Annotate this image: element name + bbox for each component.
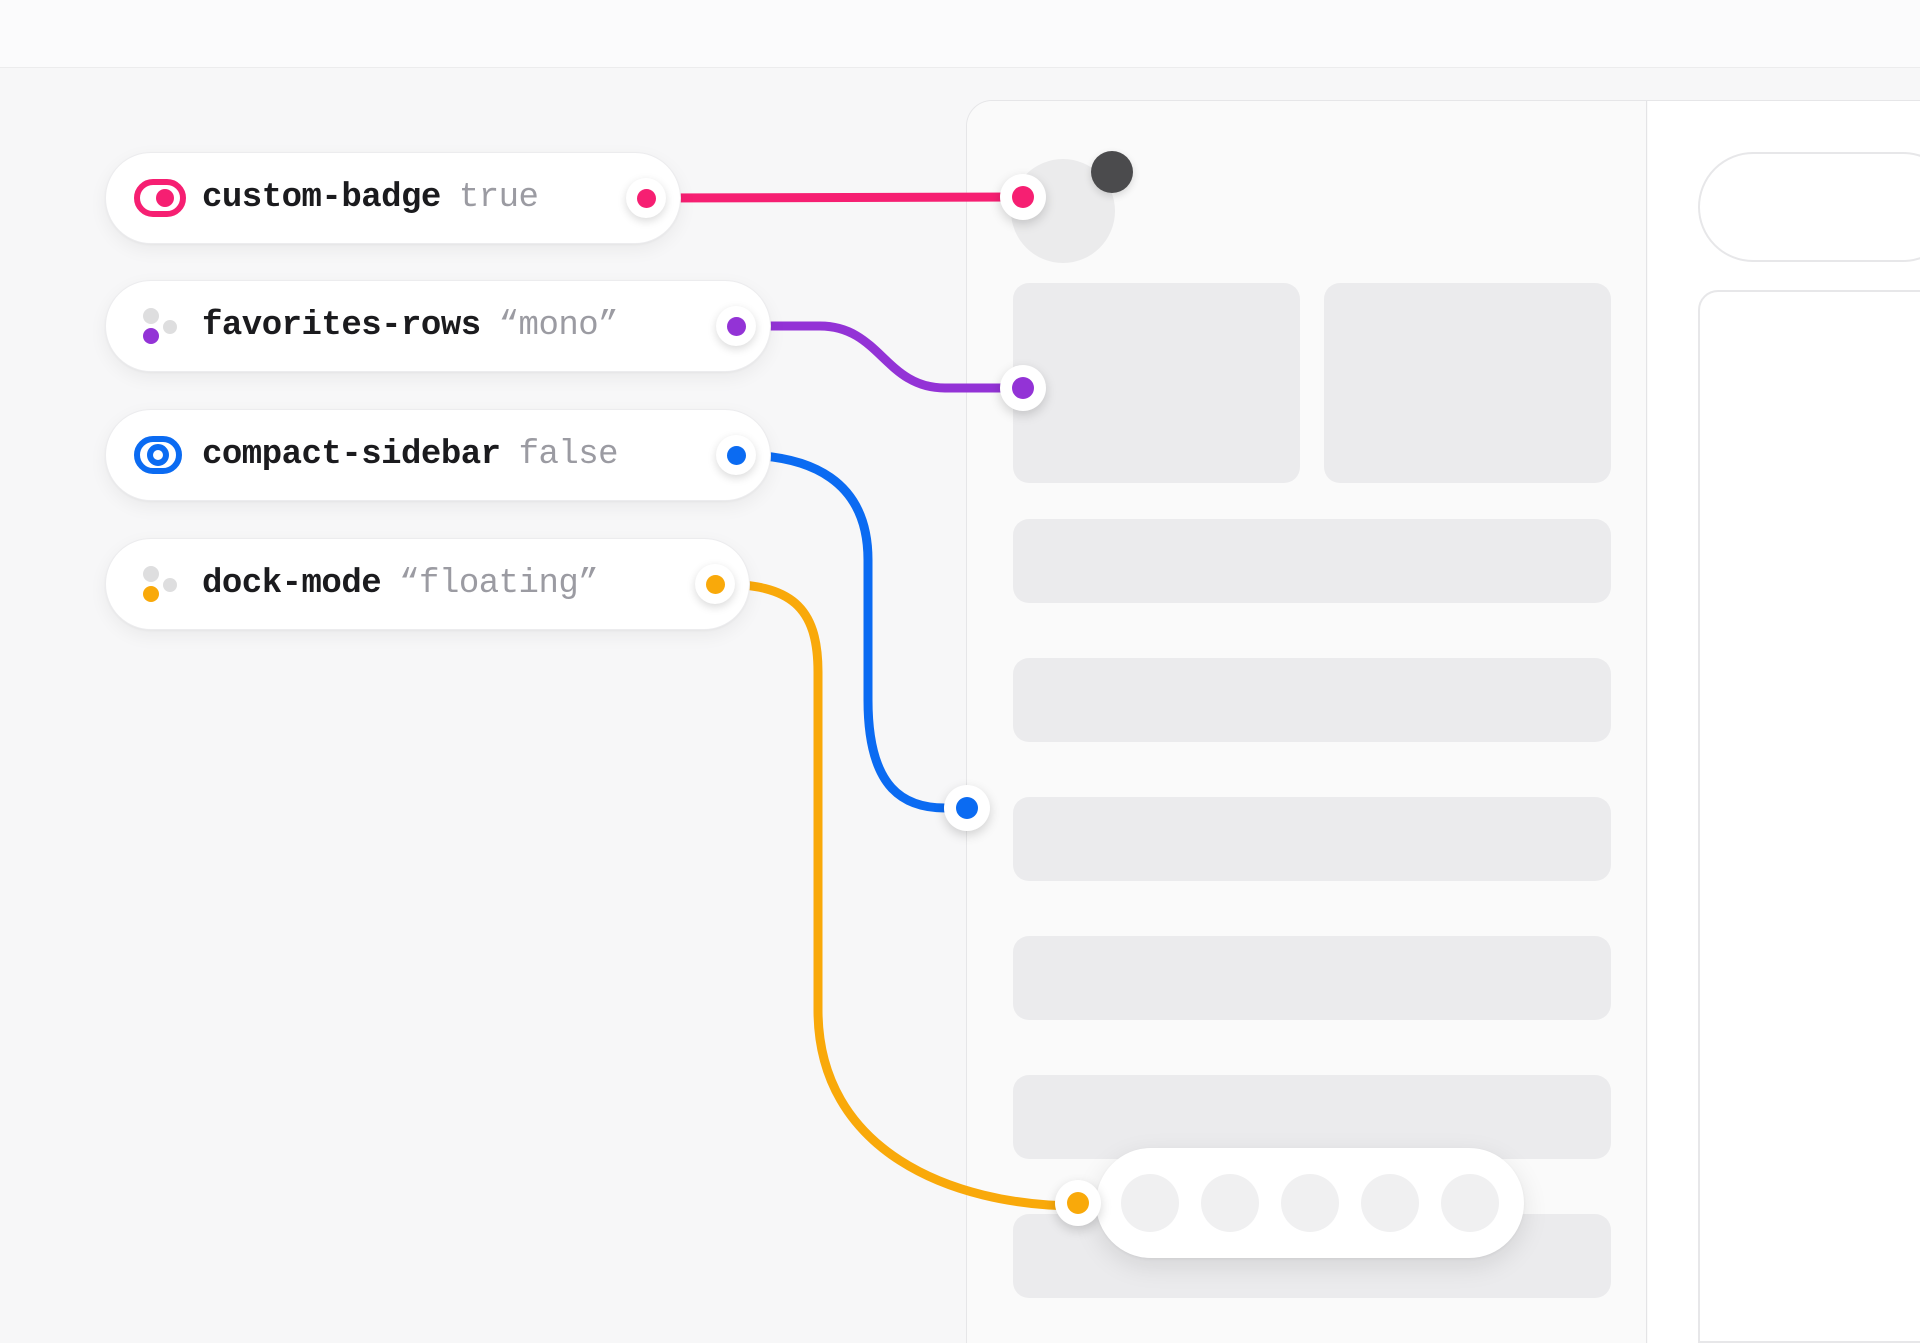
toggle-off-icon	[134, 429, 186, 481]
endpoint-marker-orange[interactable]	[1055, 1180, 1101, 1226]
property-value: “mono”	[498, 307, 619, 345]
property-pill-dock-mode[interactable]: dock-mode “floating”	[105, 538, 750, 630]
property-value: true	[458, 179, 539, 217]
endpoint-marker-blue[interactable]	[944, 785, 990, 831]
connector-port-purple[interactable]	[716, 306, 756, 346]
avatar-badge	[1091, 151, 1133, 193]
tile-row	[1013, 283, 1611, 483]
top-header-band	[0, 0, 1920, 68]
bar-5	[1013, 1075, 1611, 1159]
tile-right	[1324, 283, 1611, 483]
endpoint-marker-purple[interactable]	[1000, 365, 1046, 411]
property-value: false	[518, 436, 619, 474]
property-key: compact-sidebar	[202, 436, 501, 474]
dock-item-3[interactable]	[1281, 1174, 1339, 1232]
dock-item-5[interactable]	[1441, 1174, 1499, 1232]
layout-dots-icon	[134, 558, 186, 610]
bar-2	[1013, 658, 1611, 742]
bar-3	[1013, 797, 1611, 881]
floating-dock[interactable]	[1096, 1148, 1524, 1258]
bar-1	[1013, 519, 1611, 603]
property-value: “floating”	[399, 565, 599, 603]
bar-4	[1013, 936, 1611, 1020]
layout-dots-icon	[134, 300, 186, 352]
dock-item-1[interactable]	[1121, 1174, 1179, 1232]
app-main-panel	[1648, 101, 1920, 1343]
dock-item-4[interactable]	[1361, 1174, 1419, 1232]
dock-item-2[interactable]	[1201, 1174, 1259, 1232]
property-key: dock-mode	[202, 565, 382, 603]
tile-left	[1013, 283, 1300, 483]
property-pill-favorites-rows[interactable]: favorites-rows “mono”	[105, 280, 771, 372]
property-key: favorites-rows	[202, 307, 481, 345]
property-key: custom-badge	[202, 179, 441, 217]
endpoint-marker-pink[interactable]	[1000, 174, 1046, 220]
property-pill-custom-badge[interactable]: custom-badge true	[105, 152, 681, 244]
connector-blue	[735, 450, 950, 813]
connector-port-blue[interactable]	[716, 435, 756, 475]
property-pill-compact-sidebar[interactable]: compact-sidebar false	[105, 409, 771, 501]
connector-port-pink[interactable]	[626, 178, 666, 218]
toggle-on-icon	[134, 172, 186, 224]
ghost-search-pill	[1698, 152, 1920, 262]
connector-port-orange[interactable]	[695, 564, 735, 604]
ghost-content-card	[1698, 290, 1920, 1343]
